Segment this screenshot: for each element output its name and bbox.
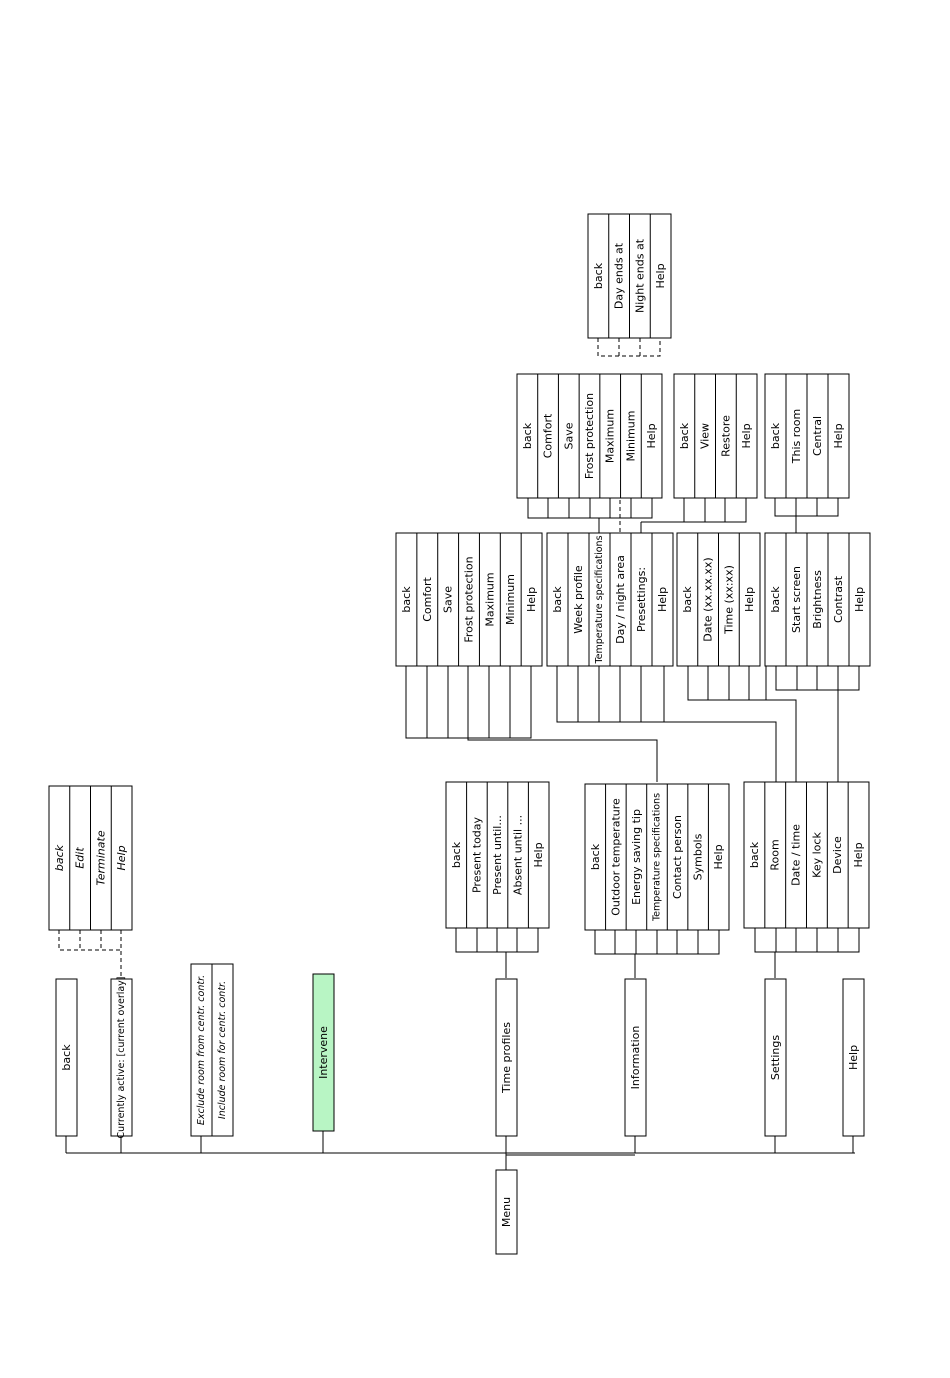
start-screen-menu-item-3[interactable]: Help <box>832 423 845 448</box>
main-help-label[interactable]: Help <box>847 1045 860 1070</box>
datetime-menu-item-2[interactable]: Time (xx:xx) <box>722 565 735 635</box>
main-help-box <box>842 978 865 1137</box>
overlay-menu-item-2[interactable]: Terminate <box>94 830 107 885</box>
device-menu-item-3[interactable]: Contrast <box>832 575 845 623</box>
room-menu-item-3[interactable]: Day / night area <box>614 555 627 644</box>
day-night-menu-item-1[interactable]: Day ends at <box>613 242 626 309</box>
information-menu-item-6[interactable]: Help <box>712 844 725 869</box>
temp-setpoints-menu-item-4[interactable]: Maximum <box>483 572 496 626</box>
main-exclude-room[interactable]: Exclude room from centr. contr. <box>196 975 207 1125</box>
information-menu-box <box>584 783 730 931</box>
temp-setpoints-menu-item-6[interactable]: Help <box>525 587 538 612</box>
temp-setpoints-menu-item-3[interactable]: Frost protection <box>463 556 476 642</box>
temp-setpoints-menu-item-5[interactable]: Minimum <box>504 574 517 625</box>
time-profiles-menu-item-0[interactable]: back <box>450 841 463 868</box>
main-currently-active-box <box>110 978 133 1137</box>
room-temp-menu-item-1[interactable]: Comfort <box>542 413 555 458</box>
room-temp-menu-box <box>516 373 663 499</box>
settings-menu-item-2[interactable]: Date / time <box>790 824 803 886</box>
room-menu-item-5[interactable]: Help <box>656 587 669 612</box>
settings-menu-item-1[interactable]: Room <box>769 839 782 870</box>
information-menu-item-5[interactable]: Symbols <box>692 833 705 880</box>
overlay-menu-item-0[interactable]: back <box>53 844 66 871</box>
room-temp-menu-item-2[interactable]: Save <box>562 422 575 449</box>
device-menu-box <box>764 532 871 667</box>
main-include-room[interactable]: Include room for centr. contr. <box>217 981 228 1119</box>
main-back-box <box>55 978 78 1137</box>
time-profiles-menu-box <box>445 781 550 929</box>
device-menu-item-1[interactable]: Start screen <box>790 566 803 633</box>
room-temp-menu-item-3[interactable]: Frost protection <box>583 393 596 479</box>
week-profile-menu-item-1[interactable]: View <box>699 423 712 449</box>
room-temp-menu-item-6[interactable]: Help <box>645 423 658 448</box>
room-menu-item-4[interactable]: Presettings: <box>635 567 648 632</box>
main-back-label[interactable]: back <box>60 1044 73 1071</box>
information-menu-item-4[interactable]: Contact person <box>671 815 684 899</box>
day-night-menu-item-2[interactable]: Night ends at <box>633 238 646 313</box>
main-intervene-box <box>312 973 335 1132</box>
week-profile-menu-item-0[interactable]: back <box>678 422 691 449</box>
device-menu-item-2[interactable]: Brightness <box>811 570 824 629</box>
menu-root-label[interactable]: Menu <box>500 1197 513 1227</box>
menu-root-box <box>495 1169 518 1255</box>
room-menu-item-2[interactable]: Temperature specifications <box>594 535 605 664</box>
main-intervene-label[interactable]: Intervene <box>317 1026 330 1079</box>
temp-setpoints-menu-item-1[interactable]: Comfort <box>421 577 434 622</box>
device-menu-item-4[interactable]: Help <box>853 587 866 612</box>
menu-boxes <box>48 213 871 1255</box>
start-screen-menu-item-2[interactable]: Central <box>811 416 824 456</box>
main-time-profiles-box <box>495 978 518 1137</box>
start-screen-menu-item-0[interactable]: back <box>769 422 782 449</box>
day-night-menu-item-0[interactable]: back <box>592 262 605 289</box>
main-information-label[interactable]: Information <box>629 1026 642 1090</box>
datetime-menu-item-3[interactable]: Help <box>743 587 756 612</box>
room-menu-item-0[interactable]: back <box>551 586 564 613</box>
room-temp-menu-item-5[interactable]: Minimum <box>624 411 637 462</box>
main-time-profiles-label[interactable]: Time profiles <box>500 1022 513 1094</box>
information-menu-item-3[interactable]: Temperature specifications <box>651 793 662 922</box>
settings-menu-item-4[interactable]: Device <box>831 836 844 874</box>
main-settings-label[interactable]: Settings <box>769 1035 782 1080</box>
connector-lines <box>58 338 860 1170</box>
information-menu-item-0[interactable]: back <box>589 843 602 870</box>
week-profile-menu-item-2[interactable]: Restore <box>719 415 732 457</box>
day-night-menu-item-3[interactable]: Help <box>654 263 667 288</box>
overlay-menu-item-3[interactable]: Help <box>115 845 128 870</box>
time-profiles-menu-item-4[interactable]: Help <box>532 842 545 867</box>
main-settings-box <box>764 978 787 1137</box>
datetime-menu-item-0[interactable]: back <box>681 586 694 613</box>
time-profiles-menu-item-2[interactable]: Present until... <box>491 815 504 895</box>
information-menu-item-2[interactable]: Energy saving tip <box>630 809 643 905</box>
temp-setpoints-menu-box <box>395 532 543 667</box>
time-profiles-menu-item-3[interactable]: Absent until ... <box>512 815 525 895</box>
start-screen-menu-item-1[interactable]: This room <box>790 409 803 464</box>
main-information-box <box>624 978 647 1137</box>
room-menu-item-1[interactable]: Week profile <box>572 565 585 634</box>
room-temp-menu-item-0[interactable]: back <box>521 422 534 449</box>
temp-setpoints-menu-item-0[interactable]: back <box>400 586 413 613</box>
device-menu-item-0[interactable]: back <box>769 586 782 613</box>
week-profile-menu-item-3[interactable]: Help <box>740 423 753 448</box>
settings-menu-item-3[interactable]: Key lock <box>810 832 823 878</box>
room-temp-menu-item-4[interactable]: Maximum <box>604 409 617 463</box>
overlay-menu-item-1[interactable]: Edit <box>74 847 87 869</box>
information-menu-item-1[interactable]: Outdoor temperature <box>609 798 622 916</box>
main-currently-active-label[interactable]: Currently active: [current overlay] <box>116 976 127 1138</box>
time-profiles-menu-item-1[interactable]: Present today <box>470 816 483 893</box>
datetime-menu-item-1[interactable]: Date (xx.xx.xx) <box>702 557 715 641</box>
temp-setpoints-menu-item-2[interactable]: Save <box>442 586 455 613</box>
settings-menu-item-0[interactable]: back <box>748 841 761 868</box>
settings-menu-item-5[interactable]: Help <box>852 842 865 867</box>
